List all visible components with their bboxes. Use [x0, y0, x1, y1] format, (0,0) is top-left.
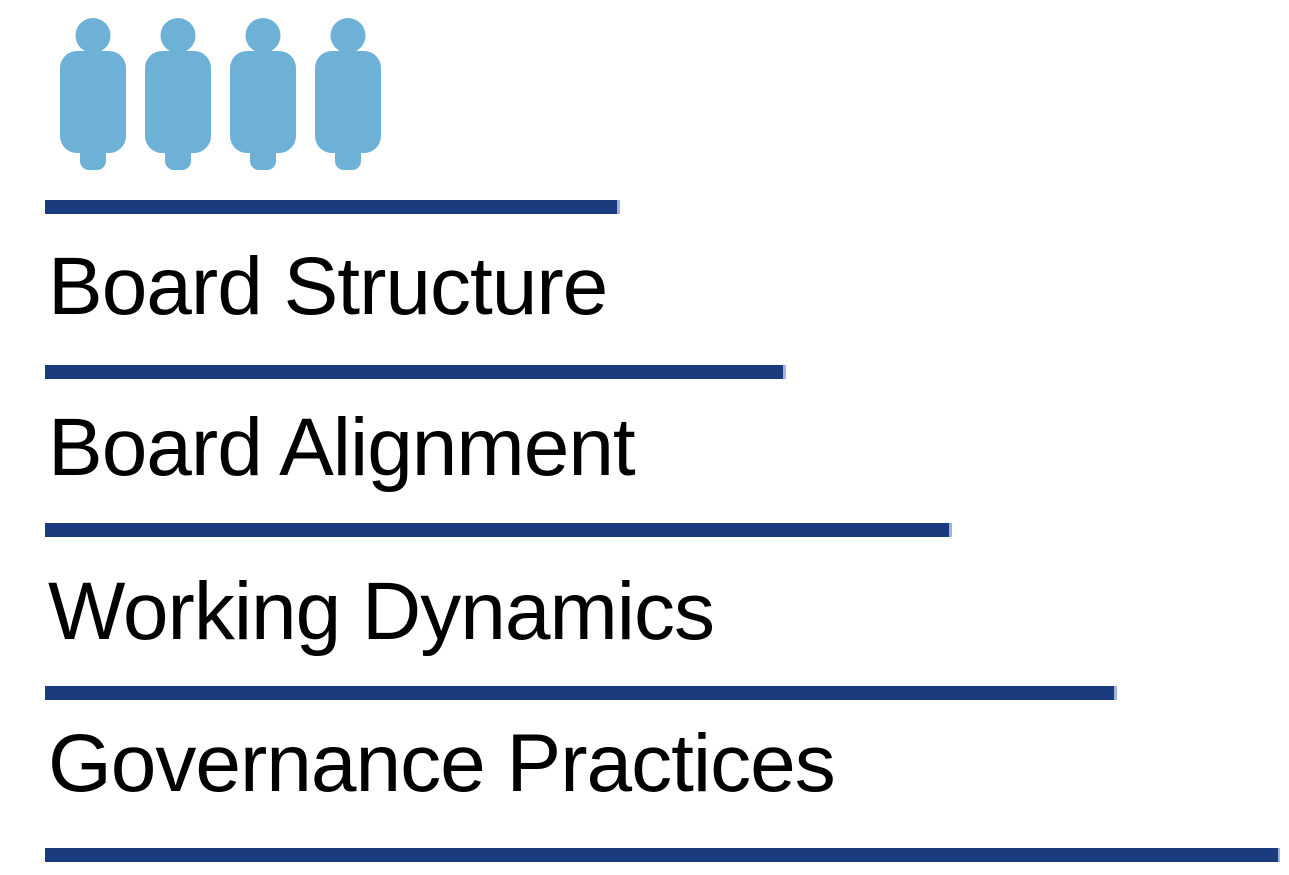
- divider-top: [45, 200, 620, 214]
- person-icon: [230, 18, 296, 170]
- people-icons-row: [45, 0, 1289, 170]
- divider-governance-practices: [45, 848, 1280, 862]
- category-label-working-dynamics: Working Dynamics: [48, 566, 715, 657]
- divider-board-alignment: [45, 523, 952, 537]
- person-icon: [60, 18, 126, 170]
- person-icon: [315, 18, 381, 170]
- divider-working-dynamics: [45, 686, 1117, 700]
- category-label-board-alignment: Board Alignment: [48, 402, 636, 493]
- divider-board-structure: [45, 365, 786, 379]
- category-label-board-structure: Board Structure: [48, 241, 608, 332]
- category-label-governance-practices: Governance Practices: [48, 718, 836, 809]
- person-icon: [145, 18, 211, 170]
